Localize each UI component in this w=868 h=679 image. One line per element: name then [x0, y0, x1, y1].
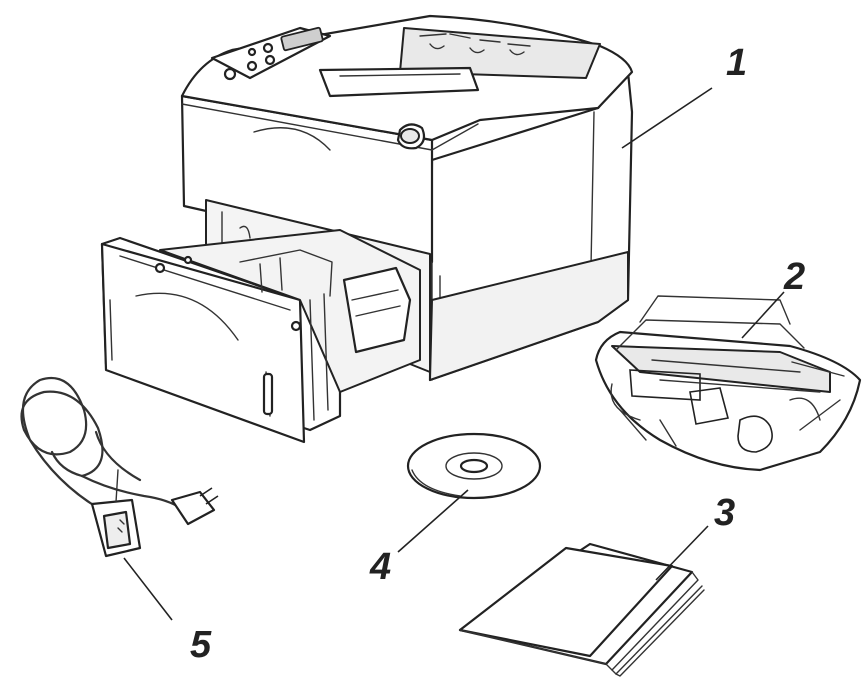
cd-rom — [406, 432, 542, 500]
user-guide-booklet — [458, 542, 705, 677]
callout-3: 3 — [714, 492, 736, 534]
leader-line-2 — [741, 291, 785, 339]
callout-5: 5 — [190, 624, 212, 666]
leader-line-3 — [655, 525, 709, 581]
leader-line-5 — [123, 557, 173, 621]
callout-1: 1 — [726, 42, 748, 84]
drum-unit — [594, 295, 862, 472]
callout-4: 4 — [370, 546, 392, 588]
leader-line-1 — [621, 87, 713, 149]
leader-lines — [123, 87, 785, 621]
callout-2: 2 — [784, 256, 806, 298]
power-cord — [20, 376, 219, 558]
paper-tray — [100, 229, 421, 444]
printer — [180, 14, 634, 382]
leader-line-4 — [397, 489, 469, 553]
